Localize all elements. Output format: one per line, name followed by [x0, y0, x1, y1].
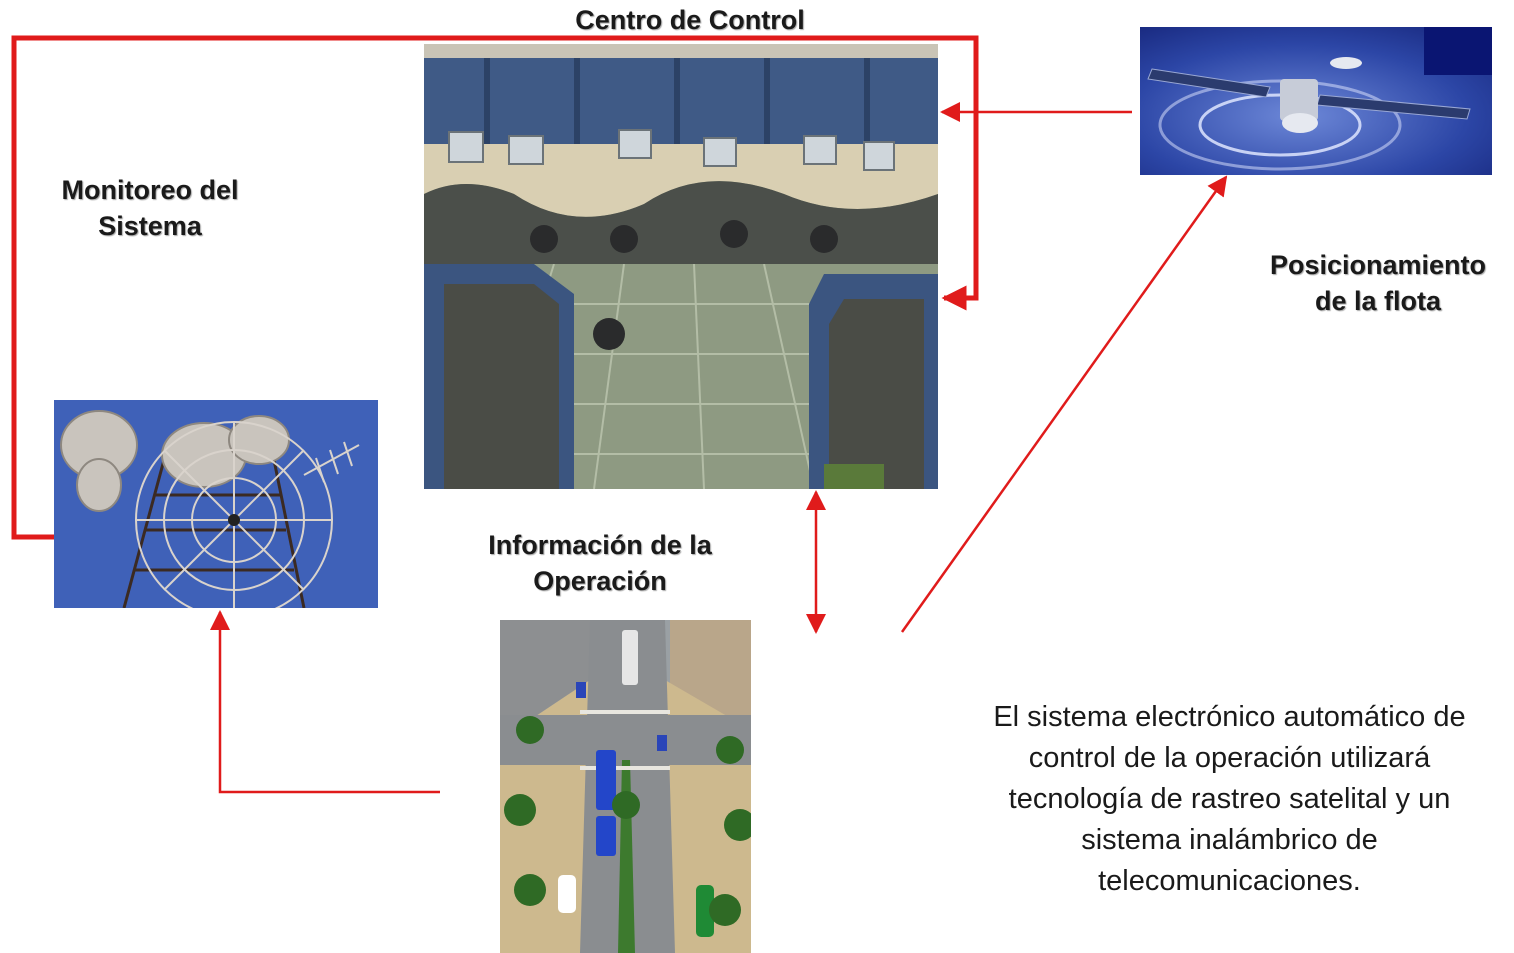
operation-to-antenna-arrow — [210, 610, 440, 794]
control-room-photo — [424, 44, 938, 489]
monitoring-label: Monitoreo del Sistema — [61, 175, 239, 241]
description-line: tecnología de rastreo satelital y un — [1008, 783, 1451, 815]
description-line: sistema inalámbrico de — [1081, 824, 1378, 856]
antenna-tower-photo — [54, 400, 378, 608]
positioning-label: Posicionamiento de la flota — [1269, 250, 1487, 316]
satellite-illustration — [1140, 27, 1492, 175]
operation-info-label: Información de la Operación — [488, 530, 712, 596]
description-line: control de la operación utilizará — [1028, 742, 1431, 774]
description-line: El sistema electrónico automático de — [993, 701, 1466, 733]
brt-street-rendering — [500, 620, 751, 953]
control-center-title: Centro de Control — [575, 5, 805, 35]
monitoring-loop-line — [11, 35, 979, 540]
description-line: telecomunicaciones. — [1098, 865, 1361, 897]
fleet-to-satellite-arrow — [900, 175, 1228, 633]
system-description: El sistema electrónico automático de con… — [945, 697, 1514, 902]
